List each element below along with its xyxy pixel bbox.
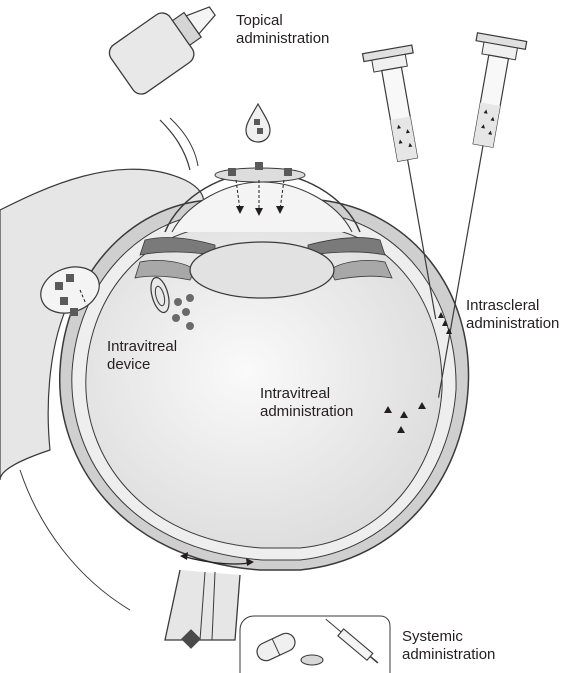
tablet-icon (301, 655, 323, 665)
optic-nerve (165, 570, 240, 640)
lens (190, 242, 334, 298)
drop-icon (246, 104, 270, 142)
systemic-administration-label: Systemic administration (402, 628, 495, 664)
intrascleral-administration-label: Intrascleral administration (466, 297, 559, 333)
eye-drop-bottle-icon (106, 0, 229, 98)
topical-administration-label: Topical administration (236, 12, 329, 48)
intravitreal-administration-label: Intravitreal administration (260, 385, 353, 421)
intravitreal-device-label: Intravitreal device (107, 338, 177, 374)
